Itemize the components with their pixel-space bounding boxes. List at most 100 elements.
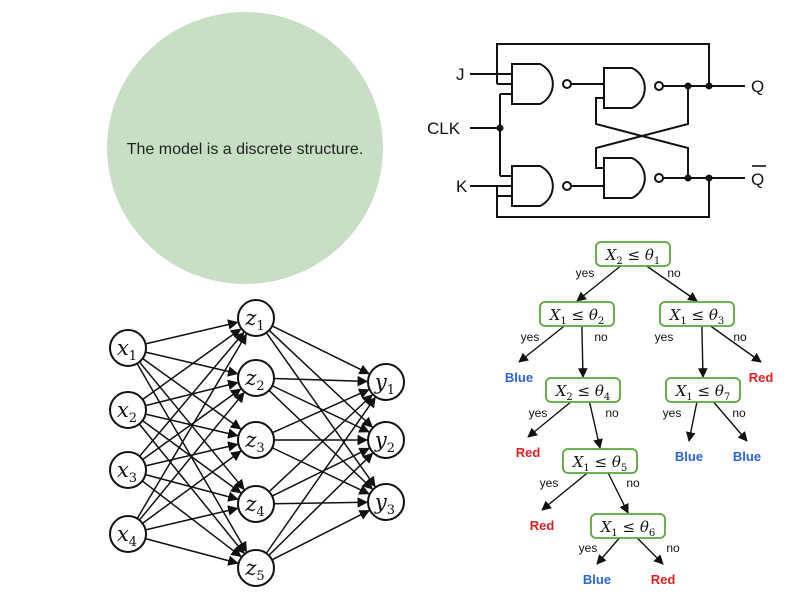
tree-edges xyxy=(518,265,762,565)
edge-label-e5n: no xyxy=(626,476,640,490)
tree-node-label: X1 ≤ θ2 xyxy=(549,306,605,327)
qbar-label: Q xyxy=(751,170,764,189)
edge-input4-hidden4 xyxy=(145,505,239,531)
edge-label-e6y: yes xyxy=(579,541,598,555)
cross-wire-a xyxy=(595,86,689,169)
tree-node-label: X2 ≤ θ4 xyxy=(555,382,611,403)
edge-label-e1n: no xyxy=(667,266,681,280)
hidden-node-label: z1 xyxy=(244,306,264,334)
nand-bubble-k xyxy=(562,181,572,191)
output-node-2: y2 xyxy=(367,421,405,459)
hidden-node-2: z2 xyxy=(237,359,275,397)
j-label: J xyxy=(456,65,465,84)
tree-edge-e1y xyxy=(576,265,622,302)
hidden-node-label: z3 xyxy=(244,428,264,456)
tree-node-n7: X1 ≤ θ7 xyxy=(665,377,741,403)
edge-hidden4-output1 xyxy=(268,394,373,493)
leaf-red-l5y: Red xyxy=(530,518,555,533)
edge-label-e5y: yes xyxy=(540,476,559,490)
hidden-node-label: z4 xyxy=(244,492,264,520)
input-node-4: x4 xyxy=(109,515,147,553)
tree-edge-e5y xyxy=(541,472,588,511)
output-node-label: y1 xyxy=(374,370,395,398)
hidden-node-1: z1 xyxy=(237,299,275,337)
tree-node-n1: X2 ≤ θ1 xyxy=(595,241,671,267)
output-node-3: y3 xyxy=(367,483,405,521)
tree-edge-e3n xyxy=(710,325,762,363)
edge-label-e1y: yes xyxy=(576,266,595,280)
tree-edge-e4n xyxy=(588,401,603,449)
tree-node-label: X1 ≤ θ6 xyxy=(600,518,656,539)
nand-gate-j xyxy=(511,63,554,105)
output-node-1: y1 xyxy=(367,363,405,401)
edge-label-e6n: no xyxy=(666,541,680,555)
input-node-3: x3 xyxy=(109,451,147,489)
tree-node-n3: X1 ≤ θ3 xyxy=(659,301,735,327)
tree-node-n5: X1 ≤ θ5 xyxy=(562,448,638,474)
jk-flipflop-circuit xyxy=(470,43,766,218)
output-node-label: y2 xyxy=(374,428,395,456)
edge-hidden5-output3 xyxy=(271,509,370,561)
tree-node-label: X1 ≤ θ3 xyxy=(669,306,725,327)
leaf-red-l4y: Red xyxy=(516,445,541,460)
edge-hidden4-output3 xyxy=(273,497,369,508)
tree-node-label: X1 ≤ θ7 xyxy=(675,382,731,403)
hidden-node-label: z2 xyxy=(244,366,264,394)
leaf-blue-l7n: Blue xyxy=(733,449,761,464)
hidden-node-5: z5 xyxy=(237,549,275,587)
tree-nodes: X2 ≤ θ1 X1 ≤ θ2 X1 ≤ θ3 X2 ≤ θ4 X1 ≤ θ7 X1 ≤ … xyxy=(539,241,741,539)
flipflop-labels: J CLK K Q Q xyxy=(427,65,764,196)
tree-edge-e7y xyxy=(685,401,698,442)
q-label: Q xyxy=(751,77,764,96)
tree-node-n4: X2 ≤ θ4 xyxy=(545,377,621,403)
clk-label: CLK xyxy=(427,119,461,138)
network-edges xyxy=(136,319,376,566)
hidden-node-3: z3 xyxy=(237,421,275,459)
network-nodes: x1 x2 x3 x4 z1 z2 z3 z4 z5 y1 y2 y3 xyxy=(109,299,405,587)
tree-node-label: X2 ≤ θ1 xyxy=(605,246,661,267)
input-node-label: x1 xyxy=(117,336,137,364)
leaf-blue-l2y: Blue xyxy=(505,370,533,385)
hidden-node-label: z5 xyxy=(244,556,264,584)
edge-input4-hidden5 xyxy=(145,537,239,566)
edge-label-e7n: no xyxy=(732,406,746,420)
tree-edge-e6y xyxy=(596,537,620,565)
edge-input3-hidden2 xyxy=(142,388,242,461)
leaf-blue-l6y: Blue xyxy=(583,572,611,587)
k-label: K xyxy=(456,177,468,196)
tree-node-n2: X1 ≤ θ2 xyxy=(539,301,615,327)
edge-hidden3-output1 xyxy=(272,388,370,434)
edge-input1-hidden1 xyxy=(145,319,239,345)
nand-bubble-j xyxy=(562,79,572,89)
nand-gate-k xyxy=(511,165,554,207)
cross-wire-b xyxy=(595,97,689,178)
hidden-node-4: z4 xyxy=(237,485,275,523)
edge-label-e2y: yes xyxy=(521,330,540,344)
tree-edge-e4y xyxy=(527,401,572,438)
feedback-wire-top xyxy=(496,43,710,84)
text-bubble: The model is a discrete structure. xyxy=(107,12,383,284)
edge-input3-hidden1 xyxy=(139,331,245,457)
bubble-circle xyxy=(107,12,383,284)
edge-hidden2-output2 xyxy=(271,385,370,433)
tree-edge-e5n xyxy=(607,472,629,514)
tree-edge-e2y xyxy=(518,325,565,363)
edge-label-e7y: yes xyxy=(663,406,682,420)
tree-edge-e1n xyxy=(646,265,698,302)
input-node-label: x4 xyxy=(117,522,137,550)
input-node-2: x2 xyxy=(109,391,147,429)
tree-node-n6: X1 ≤ θ6 xyxy=(590,513,666,539)
nand-gate-latch-bottom xyxy=(603,157,646,199)
edge-input4-hidden3 xyxy=(142,450,242,524)
input-node-label: x2 xyxy=(117,398,137,426)
input-node-label: x3 xyxy=(117,458,137,486)
edge-hidden3-output3 xyxy=(271,447,370,495)
edge-hidden2-output1 xyxy=(273,375,369,387)
edge-label-e4n: no xyxy=(605,406,619,420)
leaf-red-l6n: Red xyxy=(651,572,676,587)
tree-edge-e3y xyxy=(697,325,708,378)
edge-label-e2n: no xyxy=(594,330,608,344)
